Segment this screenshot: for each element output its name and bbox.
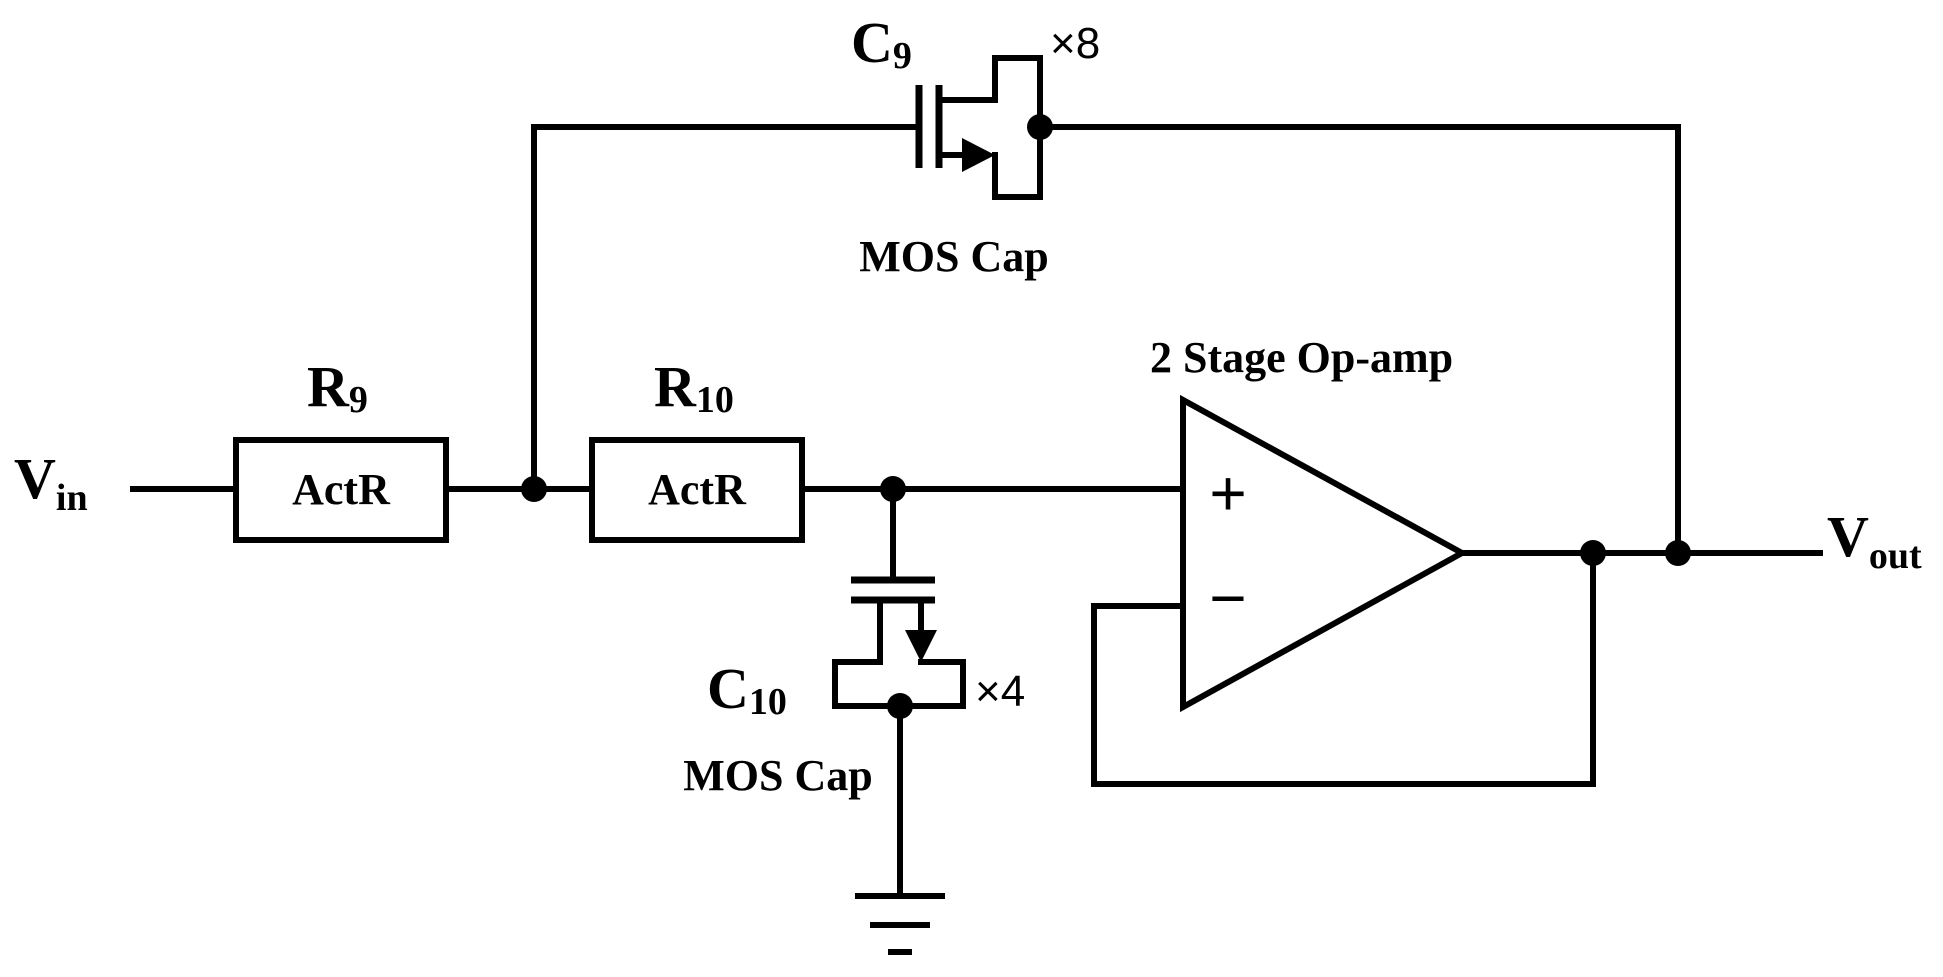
c9-right-wire (1037, 124, 1681, 553)
opamp-minus-sign: − (1209, 562, 1246, 634)
node-junction-c9 (1027, 114, 1053, 140)
c9-type-label: MOS Cap (859, 232, 1048, 281)
c9-left-wire (531, 124, 919, 492)
node-junction-out-2 (1665, 540, 1691, 566)
opamp-feedback-wire (1091, 550, 1596, 787)
r10-box-label: ActR (648, 465, 747, 514)
c9-multiplier: ×8 (1050, 19, 1100, 68)
r9-box-label: ActR (292, 465, 391, 514)
ground-icon (855, 893, 945, 955)
r9-label: R9 (307, 354, 368, 421)
c10-multiplier: ×4 (975, 667, 1025, 716)
vin-label: Vin (14, 446, 88, 519)
c9-label: C9 (851, 10, 912, 77)
opamp-plus-sign: + (1209, 457, 1246, 529)
c10-mos-capacitor (832, 576, 966, 709)
node-junction-c10 (887, 693, 913, 719)
c10-label: C10 (707, 656, 787, 723)
opamp-title: 2 Stage Op-amp (1150, 333, 1453, 382)
c10-type-label: MOS Cap (683, 751, 872, 800)
opamp-triangle (1180, 394, 1469, 713)
r10-label: R10 (654, 354, 734, 421)
c9-mos-capacitor (915, 55, 1043, 200)
vout-label: Vout (1827, 504, 1922, 577)
